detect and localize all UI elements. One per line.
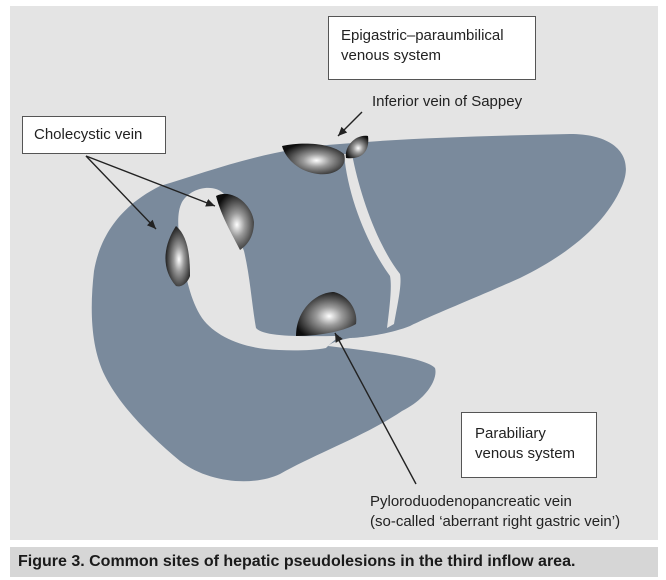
arrow-sappey xyxy=(337,111,363,137)
epigastric-label-line2: venous system xyxy=(341,47,442,64)
inferior-vein-sappey-label: Inferior vein of Sappey xyxy=(372,93,523,110)
pyloroduodenopancreatic-label: Pyloroduodenopancreatic vein (so-called … xyxy=(370,492,620,532)
lesion-cholecystic-2 xyxy=(216,193,254,250)
pyloro-label-line1: Pyloroduodenopancreatic vein xyxy=(370,493,572,510)
lesion-cholecystic-1 xyxy=(165,226,190,287)
epigastric-label-line1: Epigastric–paraumbilical xyxy=(341,27,504,44)
arrow-cholecystic-2 xyxy=(85,155,216,207)
parabiliary-label-line2: venous system xyxy=(475,445,576,462)
lesion-pyloroduodenopancreatic xyxy=(296,292,357,336)
cholecystic-vein-label: Cholecystic vein xyxy=(22,116,166,154)
arrow-cholecystic-1 xyxy=(85,155,157,230)
pyloro-label-line2: (so-called ‘aberrant right gastric vein’… xyxy=(370,513,621,530)
arrow-pyloroduodenopancreatic xyxy=(334,332,417,485)
parabiliary-label-line1: Parabiliary xyxy=(475,425,546,442)
epigastric-paraumbilical-label: Epigastric–paraumbilical venous system xyxy=(328,16,536,80)
lesion-sappey xyxy=(345,135,369,159)
lesion-epigastric xyxy=(282,143,345,175)
liver-diagram xyxy=(85,111,626,485)
cholecystic-vein-text: Cholecystic vein xyxy=(34,126,143,143)
figure-panel: Epigastric–paraumbilical venous system I… xyxy=(10,6,658,540)
fissure-gap xyxy=(344,154,401,328)
gallbladder-fossa xyxy=(178,187,340,351)
parabiliary-label: Parabiliary venous system xyxy=(461,412,597,478)
figure-caption: Figure 3. Common sites of hepatic pseudo… xyxy=(10,547,658,577)
